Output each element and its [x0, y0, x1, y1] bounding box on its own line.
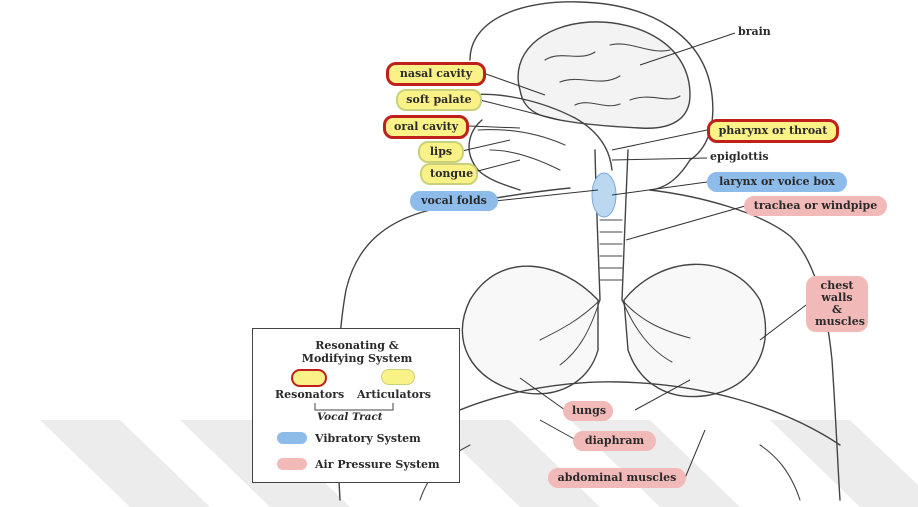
label-trachea: trachea or windpipe [744, 196, 887, 216]
label-larynx: larynx or voice box [707, 172, 847, 192]
trachea-outline [595, 150, 628, 300]
label-brain: brain [738, 26, 771, 38]
legend-vibratory-label: Vibratory System [315, 432, 421, 445]
label-vocal-folds: vocal folds [410, 191, 498, 211]
label-oral-cavity: oral cavity [383, 115, 469, 139]
label-epiglottis: epiglottis [710, 151, 769, 163]
label-soft-palate: soft palate [396, 89, 482, 111]
label-chest-walls: chest walls & muscles [806, 276, 868, 332]
legend-air-label: Air Pressure System [315, 458, 440, 471]
label-pharynx: pharynx or throat [707, 119, 839, 143]
right-lung [624, 264, 766, 396]
legend-vocal-tract: Vocal Tract [317, 411, 383, 423]
label-lips: lips [418, 141, 464, 163]
legend-box: Resonating & Modifying System Resonators… [252, 328, 460, 483]
label-diaphram: diaphram [573, 431, 656, 451]
label-nasal-cavity: nasal cavity [386, 62, 486, 86]
label-lungs: lungs [563, 401, 613, 421]
legend-air-swatch [277, 458, 307, 470]
legend-vibratory-swatch [277, 432, 307, 444]
left-lung [462, 266, 598, 394]
label-abdominal-muscles: abdominal muscles [548, 468, 686, 488]
label-tongue: tongue [420, 163, 478, 185]
brain-outline [518, 22, 690, 128]
